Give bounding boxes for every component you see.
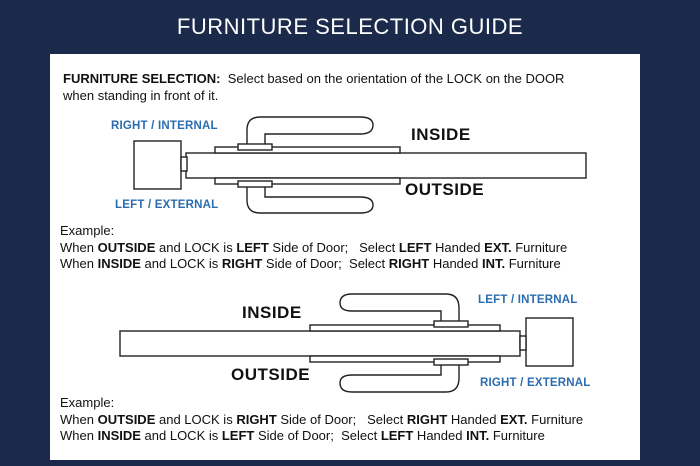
outside-boss-1 xyxy=(237,180,273,188)
outside-rose-1 xyxy=(214,177,401,185)
inside-boss-1 xyxy=(237,143,273,151)
label-left-internal: LEFT / INTERNAL xyxy=(478,294,578,306)
label-inside-1: INSIDE xyxy=(411,125,471,144)
inside-rose-1 xyxy=(214,146,401,154)
lock-spindle-1 xyxy=(180,156,188,172)
lock-2 xyxy=(525,317,574,367)
outside-boss-2 xyxy=(433,358,469,366)
label-right-internal: RIGHT / INTERNAL xyxy=(111,120,218,132)
intro-text-b: when standing in front of it. xyxy=(63,88,219,103)
intro-heading: FURNITURE SELECTION: xyxy=(63,71,221,86)
lock-1 xyxy=(133,140,182,190)
intro-text-a: Select based on the orientation of the L… xyxy=(227,71,565,86)
example-2-line-2: When INSIDE and LOCK is LEFT Side of Doo… xyxy=(60,428,545,443)
outside-handle-1 xyxy=(246,182,374,214)
example-1-line-1: When OUTSIDE and LOCK is LEFT Side of Do… xyxy=(60,239,568,255)
label-outside-2: OUTSIDE xyxy=(231,365,311,384)
example-2-line-1: When OUTSIDE and LOCK is RIGHT Side of D… xyxy=(60,411,584,427)
inside-handle-1 xyxy=(246,116,374,149)
page-title: FURNITURE SELECTION GUIDE xyxy=(176,14,524,39)
door-1 xyxy=(185,152,587,179)
inside-rose-2 xyxy=(309,324,501,332)
label-right-external: RIGHT / EXTERNAL xyxy=(480,377,591,389)
diagram-2 xyxy=(119,293,574,393)
example-2-title: Example: xyxy=(60,395,115,410)
label-outside-1: OUTSIDE xyxy=(405,180,485,199)
diagram-1 xyxy=(133,116,587,214)
example-1-line-2: When INSIDE and LOCK is RIGHT Side of Do… xyxy=(60,256,561,271)
outside-rose-2 xyxy=(309,355,501,363)
label-left-external: LEFT / EXTERNAL xyxy=(115,199,219,211)
label-inside-2: INSIDE xyxy=(242,303,302,322)
intro-text: FURNITURE SELECTION: Select based on the… xyxy=(63,70,633,104)
example-2: Example: When OUTSIDE and LOCK is RIGHT … xyxy=(60,395,583,445)
example-1: Example: When OUTSIDE and LOCK is LEFT S… xyxy=(60,223,567,273)
example-1-title: Example: xyxy=(60,223,115,238)
inside-handle-2 xyxy=(339,293,460,327)
outside-handle-2 xyxy=(339,360,460,393)
lock-spindle-2 xyxy=(519,335,527,351)
inside-boss-2 xyxy=(433,320,469,328)
door-2 xyxy=(119,330,521,357)
